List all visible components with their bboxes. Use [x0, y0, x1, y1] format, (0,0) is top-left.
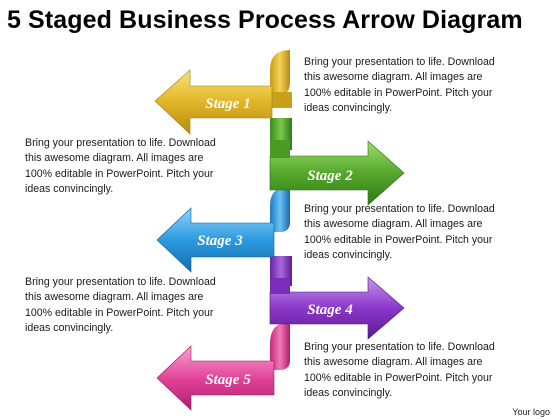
stage-3-description: Bring your presentation to life. Downloa…: [304, 203, 495, 262]
stage-1-label: Stage 1: [205, 96, 250, 112]
stage-5-description: Bring your presentation to life. Downloa…: [304, 341, 495, 400]
stage-1-curl: [270, 50, 292, 108]
stage-1-description: Bring your presentation to life. Downloa…: [304, 56, 495, 115]
stage-5-curl: [270, 322, 290, 370]
stage-2-label: Stage 2: [307, 168, 353, 184]
stage-4-label: Stage 4: [307, 302, 353, 318]
stage-4-description: Bring your presentation to life. Downloa…: [25, 276, 216, 335]
stage-5-label: Stage 5: [205, 372, 251, 388]
logo-text: Your logo: [512, 407, 550, 417]
stage-1-arrow: Stage 1: [154, 69, 273, 135]
page-title: 5 Staged Business Process Arrow Diagram: [7, 6, 523, 34]
stage-2-description: Bring your presentation to life. Downloa…: [25, 137, 216, 196]
stage-3-label: Stage 3: [197, 233, 243, 249]
stage-2-arrow: Stage 2: [269, 140, 405, 206]
stage-3-arrow: Stage 3: [156, 207, 275, 273]
stage-4-arrow: Stage 4: [269, 276, 405, 340]
stage-5-arrow: Stage 5: [156, 345, 275, 411]
stage-3-curl: [270, 186, 290, 232]
